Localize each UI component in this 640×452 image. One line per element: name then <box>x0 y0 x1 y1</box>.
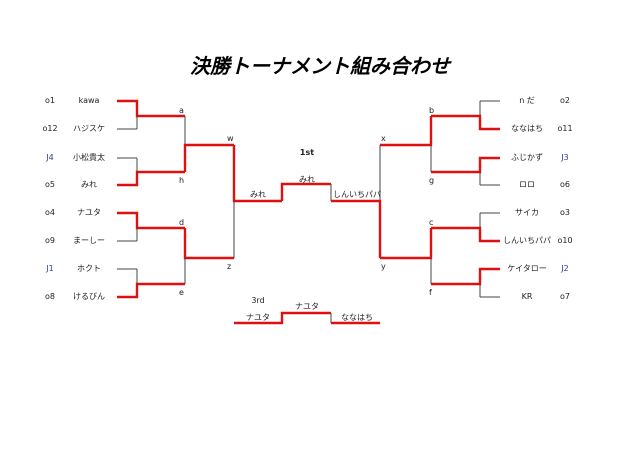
match-label-x: x <box>381 134 386 143</box>
participant-name: ロロ <box>519 180 535 189</box>
seed-label: o9 <box>45 236 55 245</box>
seed-label: J4 <box>46 153 54 162</box>
match-label-g: g <box>429 176 435 185</box>
line-y-win <box>380 228 433 260</box>
line-shinichipapa <box>431 226 500 243</box>
line-x-win <box>380 116 433 147</box>
line-nayuta <box>117 211 185 230</box>
seed-label: o1 <box>45 96 55 105</box>
participant-name: サイカ <box>515 208 539 217</box>
line-mire <box>117 170 185 187</box>
seed-label: J3 <box>561 153 569 162</box>
participant-name: ハジスケ <box>73 124 105 133</box>
participant-name: しんいちパパ <box>503 236 551 245</box>
seed-label: o7 <box>560 292 570 301</box>
participant-name: kawa <box>78 96 100 105</box>
seed-label: o2 <box>560 96 570 105</box>
seed-label: o8 <box>45 292 55 301</box>
line-nanahachi <box>431 114 500 131</box>
final-right-finalist: しんいちパパ <box>333 190 381 199</box>
seed-label: o6 <box>560 180 570 189</box>
participant-name: ふじかず <box>511 153 543 162</box>
seed-label: o12 <box>42 124 58 133</box>
match-label-w: w <box>227 134 234 143</box>
match-label-b: b <box>429 106 435 115</box>
line-z-win <box>183 228 234 260</box>
participant-name: 小松貴太 <box>73 153 105 162</box>
participant-name: ホクト <box>77 264 101 273</box>
seed-label: o11 <box>557 124 573 133</box>
participant-name: まーしー <box>73 236 105 245</box>
final-left-finalist: みれ <box>250 190 266 199</box>
match-label-y: y <box>381 262 386 271</box>
participant-name: けるびん <box>73 292 105 301</box>
match-label-d: d <box>179 218 185 227</box>
match-label-e: e <box>179 288 184 297</box>
line-third-win <box>234 311 331 325</box>
final-label: 1st <box>299 148 315 157</box>
final-champion: みれ <box>299 175 315 184</box>
match-label-f: f <box>429 288 432 297</box>
third-right: ななはち <box>341 313 373 322</box>
participant-name: n だ <box>519 96 535 105</box>
seed-label: o10 <box>557 236 573 245</box>
match-label-a: a <box>179 106 184 115</box>
participant-name: みれ <box>81 180 97 189</box>
line-keitaro <box>431 267 500 286</box>
seed-label: J1 <box>46 264 54 273</box>
participant-name: KR <box>521 292 533 301</box>
line-right-semi-win <box>331 199 382 258</box>
third-left: ナユタ <box>246 313 270 322</box>
participant-name: ななはち <box>511 124 543 133</box>
seed-label: o5 <box>45 180 55 189</box>
match-label-z: z <box>227 262 232 271</box>
line-kawa <box>117 99 185 118</box>
page-title: 決勝トーナメント組み合わせ <box>190 54 450 78</box>
match-label-h: h <box>179 176 185 185</box>
line-w-win <box>183 143 234 172</box>
line-kerubin <box>117 282 185 299</box>
line-fujikazu <box>431 156 500 174</box>
line-final-win <box>280 182 331 201</box>
seed-label: o3 <box>560 208 570 217</box>
participant-name: ケイタロー <box>507 264 547 273</box>
third-winner: ナユタ <box>295 302 319 311</box>
seed-label: J2 <box>561 264 569 273</box>
match-label-c: c <box>429 218 434 227</box>
third-label: 3rd <box>251 296 265 305</box>
participant-name: ナユタ <box>77 208 101 217</box>
seed-label: o4 <box>45 208 55 217</box>
